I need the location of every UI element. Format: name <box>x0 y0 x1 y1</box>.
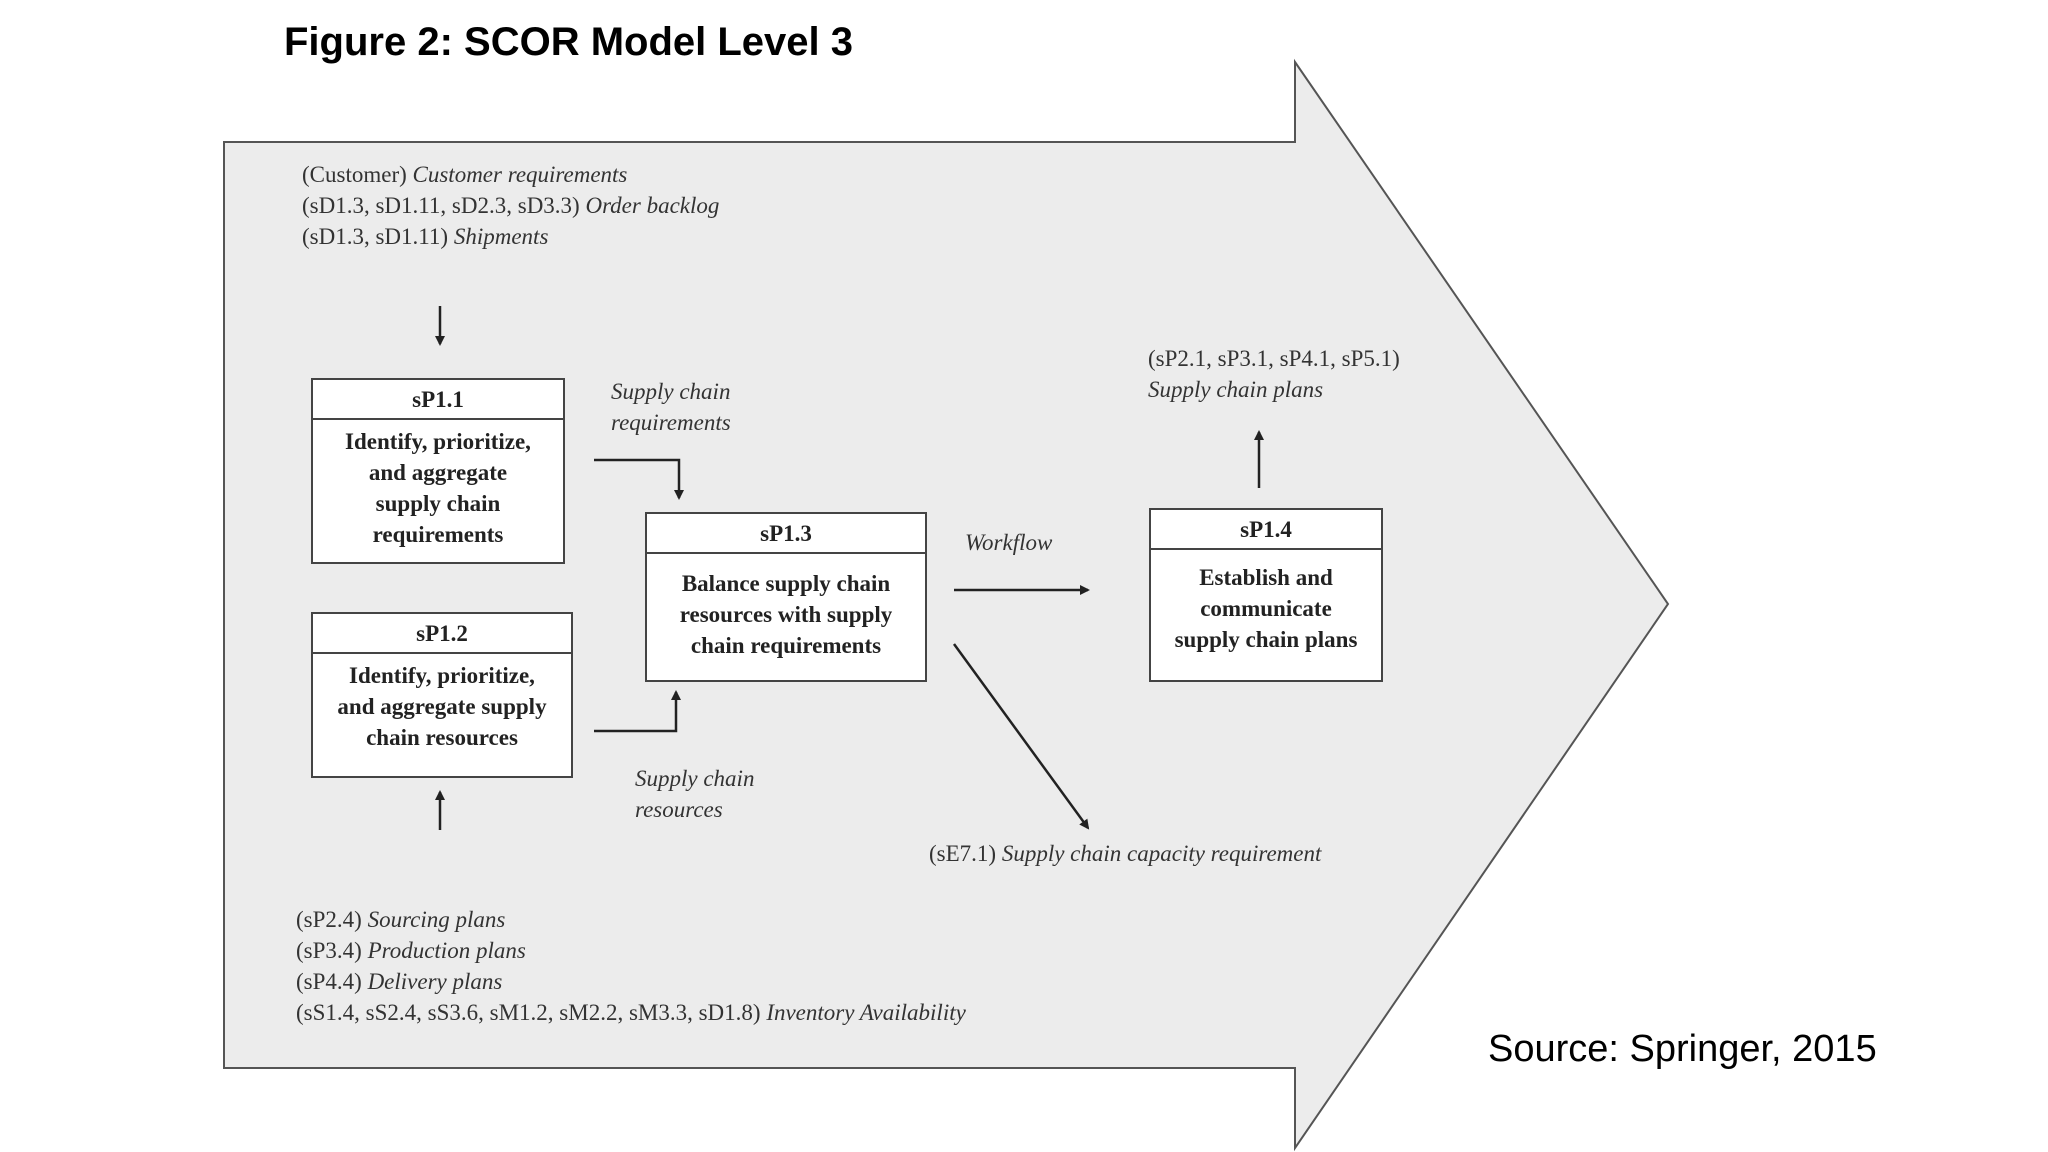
process-line: and aggregate <box>368 460 508 485</box>
process-box-sp12: sP1.2 Identify, prioritize, and aggregat… <box>311 612 573 778</box>
bottom-input-text: Delivery plans <box>367 969 503 994</box>
process-description: Identify, prioritize, and aggregate supp… <box>313 654 571 753</box>
process-line: Identify, prioritize, <box>345 429 531 454</box>
top-input-line: (sD1.3, sD1.11) Shipments <box>302 221 719 252</box>
top-input-code: (Customer) <box>302 162 407 187</box>
process-line: chain resources <box>366 725 518 750</box>
process-id: sP1.3 <box>647 514 925 554</box>
output-plans-text: Supply chain plans <box>1148 377 1324 402</box>
bottom-input-line: (sS1.4, sS2.4, sS3.6, sM1.2, sM2.2, sM3.… <box>296 997 966 1028</box>
process-line: chain requirements <box>690 633 882 658</box>
bottom-inputs-list: (sP2.4) Sourcing plans (sP3.4) Productio… <box>296 904 966 1028</box>
top-inputs-list: (Customer) Customer requirements (sD1.3,… <box>302 159 719 252</box>
output-capacity-code: (sE7.1) <box>929 841 997 866</box>
process-line: Identify, prioritize, <box>349 663 535 688</box>
bottom-input-line: (sP3.4) Production plans <box>296 935 966 966</box>
top-input-line: (Customer) Customer requirements <box>302 159 719 190</box>
top-input-line: (sD1.3, sD1.11, sD2.3, sD3.3) Order back… <box>302 190 719 221</box>
top-input-text: Order backlog <box>585 193 720 218</box>
process-line: requirements <box>372 522 504 547</box>
process-id: sP1.1 <box>313 380 563 420</box>
output-capacity-text: Supply chain capacity requirement <box>1001 841 1322 866</box>
flow-label-line: resources <box>635 797 723 822</box>
bottom-input-text: Production plans <box>367 938 526 963</box>
process-line: Establish and <box>1199 565 1333 590</box>
arrow-resources-to-p13 <box>594 690 681 733</box>
process-line: communicate <box>1200 596 1332 621</box>
process-id: sP1.4 <box>1151 510 1381 550</box>
top-input-text: Customer requirements <box>412 162 628 187</box>
process-description: Identify, prioritize, and aggregate supp… <box>313 420 563 550</box>
process-line: resources with supply <box>679 602 893 627</box>
flow-label-line: requirements <box>611 410 731 435</box>
bottom-input-code: (sS1.4, sS2.4, sS3.6, sM1.2, sM2.2, sM3.… <box>296 1000 761 1025</box>
process-line: supply chain <box>375 491 501 516</box>
process-description: Balance supply chain resources with supp… <box>647 554 925 661</box>
output-plans: (sP2.1, sP3.1, sP4.1, sP5.1) Supply chai… <box>1148 343 1400 405</box>
flow-label-workflow: Workflow <box>965 530 1053 555</box>
process-box-sp13: sP1.3 Balance supply chain resources wit… <box>645 512 927 682</box>
bottom-input-code: (sP2.4) <box>296 907 362 932</box>
output-plans-code: (sP2.1, sP3.1, sP4.1, sP5.1) <box>1148 346 1400 371</box>
bottom-input-text: Sourcing plans <box>367 907 506 932</box>
process-line: and aggregate supply <box>337 694 547 719</box>
big-arrow-shape <box>223 58 1670 1152</box>
process-id: sP1.2 <box>313 614 571 654</box>
process-box-sp11: sP1.1 Identify, prioritize, and aggregat… <box>311 378 565 564</box>
process-line: Balance supply chain <box>681 571 891 596</box>
flow-label-resources: Supply chain resources <box>635 763 754 825</box>
top-input-text: Shipments <box>453 224 549 249</box>
arrow-capacity-output <box>952 643 1090 830</box>
bottom-input-line: (sP4.4) Delivery plans <box>296 966 966 997</box>
top-input-code: (sD1.3, sD1.11, sD2.3, sD3.3) <box>302 193 580 218</box>
process-line: supply chain plans <box>1174 627 1358 652</box>
bottom-input-code: (sP3.4) <box>296 938 362 963</box>
source-caption: Source: Springer, 2015 <box>1488 1028 1877 1070</box>
process-box-sp14: sP1.4 Establish and communicate supply c… <box>1149 508 1383 682</box>
output-capacity: (sE7.1) Supply chain capacity requiremen… <box>929 838 1321 869</box>
flow-label-requirements: Supply chain requirements <box>611 376 731 438</box>
arrow-requirements-to-p13 <box>594 458 684 500</box>
top-input-code: (sD1.3, sD1.11) <box>302 224 449 249</box>
figure-title: Figure 2: SCOR Model Level 3 <box>284 20 854 64</box>
bottom-input-code: (sP4.4) <box>296 969 362 994</box>
flow-label-line: Supply chain <box>611 379 731 404</box>
flow-label-line: Supply chain <box>635 766 755 791</box>
bottom-input-line: (sP2.4) Sourcing plans <box>296 904 966 935</box>
bottom-input-text: Inventory Availability <box>766 1000 966 1025</box>
process-description: Establish and communicate supply chain p… <box>1151 550 1381 655</box>
